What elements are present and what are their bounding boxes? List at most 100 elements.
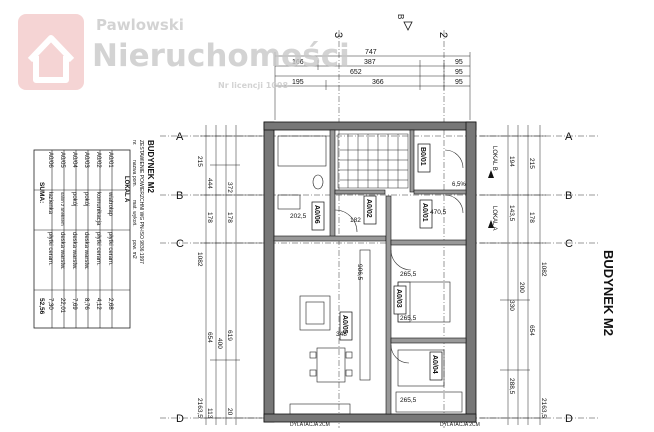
axis-number-bubbles: 3 2 B: [332, 14, 449, 38]
dim-label: 444: [206, 178, 213, 189]
right-dimensions: [480, 125, 546, 425]
axis-label-a: A: [176, 131, 184, 143]
dining-table-icon: [316, 347, 346, 383]
area-legend-table: BUDYNEK M2 ZESTAWIENIE POWIERZCHNI WG PN…: [33, 140, 155, 329]
axis-label-c: C: [176, 238, 184, 250]
legend-row-name: wiatrołap: [107, 191, 113, 217]
legend-row-finish: deska warstw.: [59, 232, 65, 270]
bedroom-furniture: [395, 281, 463, 413]
legend-col-area: pow. m2: [131, 240, 137, 259]
room-dim: 202,5: [290, 213, 307, 220]
left-dimension-labels: 215 444 178 1082 654 113 2163,5 372 178 …: [196, 156, 233, 419]
dim-label: 95: [455, 59, 463, 66]
dim-label: 215: [196, 156, 203, 167]
dim-label: 400: [216, 338, 223, 349]
room-code: A0/05: [341, 315, 348, 334]
dim-label: 178: [226, 212, 233, 223]
axis-label-b-right: B: [565, 190, 572, 202]
legend-row: A0/03 pokój deska warstw. 8,76: [83, 152, 89, 310]
legend-row-name: salon z aneksem: [60, 192, 65, 226]
bathroom-fixtures: [277, 135, 327, 210]
legend-row-name: łazienka: [47, 192, 53, 215]
legend-row-name: pokój: [71, 192, 77, 206]
legend-row-nr: A0/02: [95, 152, 101, 168]
dim-label: 178: [528, 212, 535, 223]
interior-walls: [273, 129, 467, 415]
toilet-icon: [312, 174, 324, 190]
room-dim: 906,5: [356, 264, 363, 281]
dim-label: 215: [528, 158, 535, 169]
legend-title: BUDYNEK M2: [146, 140, 155, 193]
room-dimension-labels: 202,5 265,5 265,5 265,5 906,5 470,5 348 …: [290, 182, 466, 404]
top-dimensions: [274, 52, 471, 120]
dim-label: 200: [518, 282, 525, 293]
legend-row-area: 7,69: [71, 298, 77, 310]
dim-label: 113: [206, 408, 213, 419]
dim-label: 1082: [540, 262, 547, 277]
dim-label: 330: [508, 300, 515, 311]
room-dim: 348: [336, 331, 347, 338]
dim-label: 2163,5: [540, 398, 547, 418]
axis-label-d-right: D: [565, 413, 573, 425]
dim-label: 95: [455, 69, 463, 76]
dim-label: 372: [226, 182, 233, 193]
axis-label-b: B: [176, 190, 183, 202]
dilatation-note: DYLATACJA 2CM: [440, 422, 480, 428]
room-dim: 470,5: [430, 209, 447, 216]
door-swing-icon: [444, 149, 464, 169]
room-tag-a0-01: A0/01: [419, 199, 433, 229]
dim-label: 178: [206, 212, 213, 223]
unit-labels: LOKAL B LOKAL A: [488, 146, 497, 230]
legend-col-finish: mat. wykoń.: [131, 200, 137, 227]
left-dimensions: [200, 125, 262, 425]
dim-label: 143,5: [508, 205, 515, 222]
unit-a-label: LOKAL A: [491, 206, 497, 230]
room-tags: A0/01 A0/02 A0/03 A0/04 A0/05 A0/06 B0/0…: [311, 143, 443, 381]
dim-label: 366: [372, 79, 384, 86]
legend-row-area: 4,12: [95, 298, 101, 310]
door-swing-icon: [390, 344, 410, 364]
dim-label: 1082: [196, 252, 203, 267]
room-dim: 265,5: [400, 315, 417, 322]
legend-row-nr: A0/06: [47, 152, 53, 168]
legend-sum-value: 52,56: [38, 298, 45, 315]
legend-subtitle: ZESTAWIENIE POWIERZCHNI WG PN-ISO 9836:1…: [138, 140, 144, 264]
dim-label: 288,5: [508, 378, 515, 395]
legend-row-nr: A0/03: [83, 152, 89, 168]
legend-row-name: komunikacja: [95, 192, 101, 226]
room-tag-a0-04: A0/04: [429, 351, 443, 381]
right-dimension-labels: 215 178 1082 654 2163,5 194 143,5 200 33…: [508, 156, 547, 418]
room-dim: 182: [350, 217, 361, 224]
dim-label: 654: [206, 332, 213, 343]
legend-row-area: 8,76: [83, 298, 89, 310]
legend-row: A0/01 wiatrołap płytki ceram. 2,68: [107, 152, 113, 310]
section-arrow-icon: [403, 21, 413, 31]
axis-label-3: 3: [332, 32, 344, 38]
exterior-walls: [263, 121, 477, 423]
legend-row-finish: płytki ceram.: [95, 232, 101, 266]
legend-row-nr: A0/01: [107, 152, 113, 168]
room-tag-a0-03: A0/03: [393, 285, 407, 315]
dim-label: 619: [226, 330, 233, 341]
legend-row-finish: płytki ceram.: [107, 232, 113, 266]
legend-sum-label: SUMA:: [38, 182, 45, 203]
dilatation-note: DYLATACJA 2CM: [290, 422, 330, 428]
staircase: [337, 133, 409, 189]
axis-label-d: D: [176, 413, 184, 425]
dim-label: 387: [364, 59, 376, 66]
tv-cabinet-icon: [359, 249, 371, 381]
legend-row-area: 7,30: [47, 298, 53, 310]
top-dimension-labels: 747 166 387 652 95 95 195 366 95: [292, 49, 463, 86]
room-dim: 265,5: [400, 271, 417, 278]
axis-label-a-right: A: [565, 131, 573, 143]
legend-row-finish: deska warstw.: [71, 232, 77, 270]
legend-col-name: nazwa pom.: [131, 160, 137, 187]
room-code: A0/03: [395, 289, 402, 308]
legend-frame: [33, 149, 131, 329]
washbasin-icon: [277, 194, 301, 210]
legend-row: A0/05 salon z aneksem deska warstw. 22,0…: [59, 152, 65, 314]
legend-row: A0/04 pokój deska warstw. 7,69: [71, 152, 77, 310]
watermark-brand-top: Pawlowski: [96, 16, 184, 34]
